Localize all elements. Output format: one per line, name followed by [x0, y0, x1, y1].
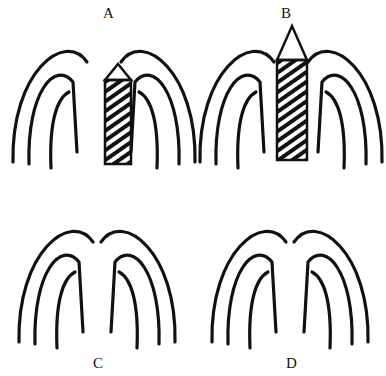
panel-b [200, 26, 382, 168]
panel-a [13, 51, 195, 168]
panel-d [212, 231, 368, 348]
panel-letter: B [281, 6, 291, 21]
panel-letter: D [286, 356, 297, 371]
panel-letter: C [93, 356, 103, 371]
panel-c [19, 231, 175, 348]
panel-letter: A [103, 6, 114, 21]
